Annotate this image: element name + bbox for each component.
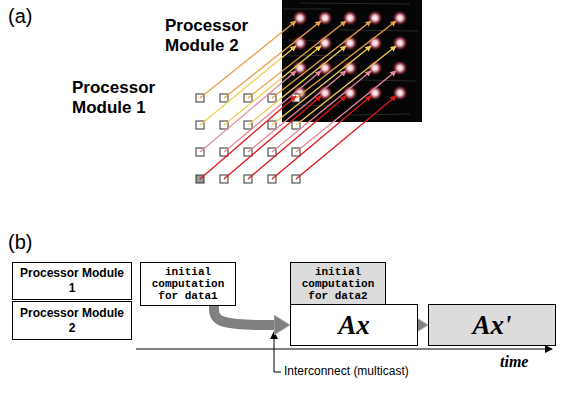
- panel-label: (b): [8, 230, 48, 254]
- processor-grid: [196, 94, 300, 183]
- leader-arrowhead: [270, 331, 278, 339]
- time-axis: [136, 349, 552, 350]
- node-text: Ax': [472, 310, 511, 340]
- computation-box: initial computation for data2: [290, 262, 386, 306]
- node-text: initial computation for data1: [144, 266, 232, 302]
- panel-label: (a): [8, 4, 48, 28]
- module-label-text: Processor Module 1: [72, 78, 155, 117]
- computation-box: initial computation for data1: [140, 262, 236, 306]
- module-label: Processor Module 1: [72, 78, 172, 118]
- module-label: Processor Module 2: [165, 16, 265, 56]
- module-label-text: Processor Module 2: [165, 16, 248, 55]
- module-box: Processor Module 2: [12, 301, 132, 340]
- module-box: Processor Module 1: [12, 262, 132, 300]
- panel-label-text: (a): [8, 5, 32, 27]
- product-box: Ax': [428, 304, 556, 346]
- node-text: Processor Module 2: [16, 306, 128, 336]
- node-text: initial computation for data2: [294, 266, 382, 302]
- node-text: Processor Module 1: [16, 266, 128, 296]
- panel-label-text: (b): [8, 231, 32, 253]
- leader-line: [274, 337, 281, 372]
- interconnect-label-text: Interconnect (multicast): [284, 364, 409, 378]
- node-text: Ax: [338, 310, 370, 340]
- product-box: Ax: [290, 304, 418, 346]
- axis-label: time: [500, 352, 560, 371]
- axis-label-text: time: [500, 353, 528, 370]
- interconnect-label: Interconnect (multicast): [284, 364, 484, 379]
- flow-arrow: [214, 306, 274, 325]
